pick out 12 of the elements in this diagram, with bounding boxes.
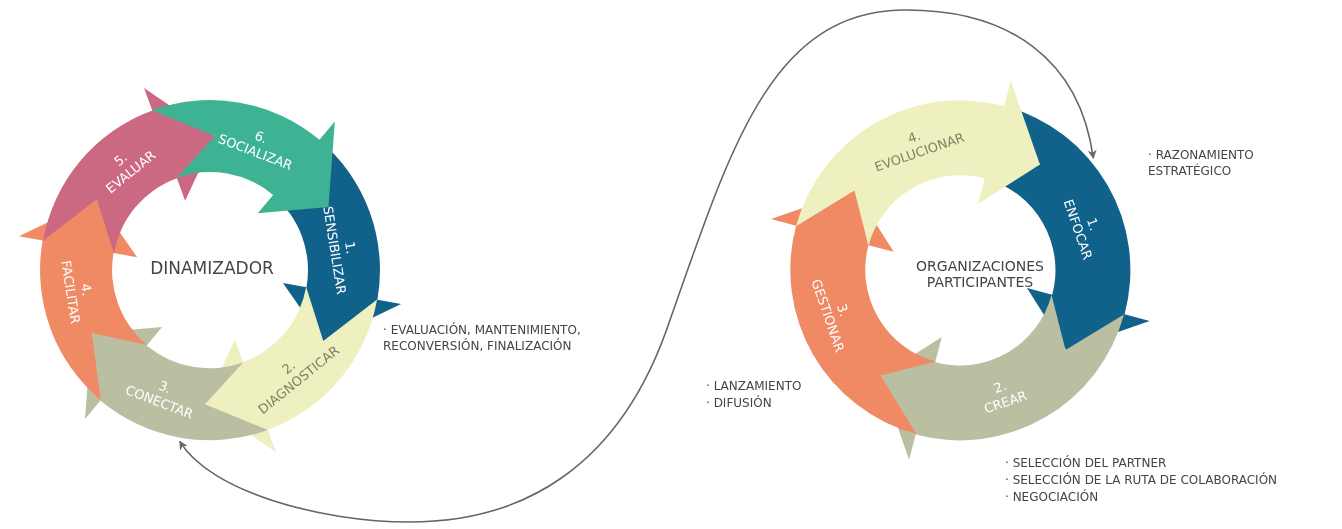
- bullet-text: · LANZAMIENTO: [706, 378, 802, 394]
- bullet-text: · EVALUACIÓN, MANTENIMIENTO, RECONVERSIÓN, FINALIZACIÓN: [383, 322, 582, 354]
- bullet-text: · DIFUSIÓN: [706, 395, 772, 411]
- bullet-text: · RAZONAMIENTO ESTRATÉGICO: [1148, 147, 1255, 179]
- curved-arrow: [179, 9, 1097, 523]
- bullet-text: · NEGOCIACIÓN: [1005, 489, 1099, 505]
- bullet-text: · SELECCIÓN DEL PARTNER: [1005, 455, 1167, 471]
- bullet-text: · SELECCIÓN DE LA RUTA DE COLABORACIÓN: [1005, 472, 1278, 488]
- center-label: ORGANIZACIONES PARTICIPANTES: [916, 258, 1044, 290]
- segment-label: 2. CREAR: [981, 377, 1030, 418]
- segment-label: 4. FACILITAR: [56, 258, 96, 325]
- center-label: DINAMIZADOR: [150, 258, 274, 278]
